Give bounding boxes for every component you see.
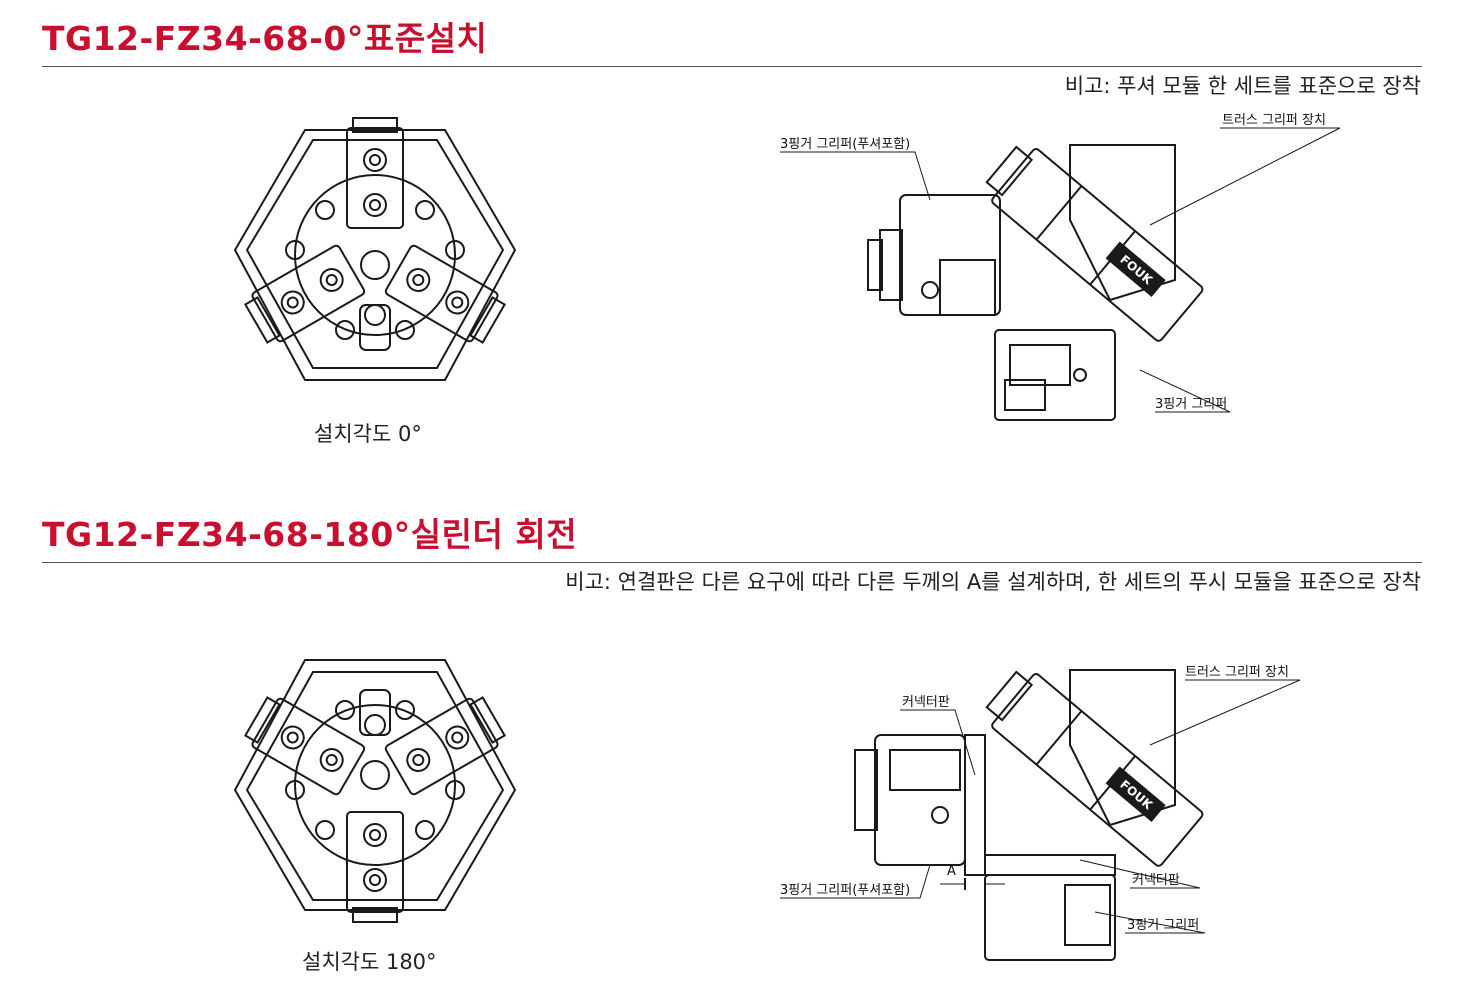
gripper-top-view-0deg [233,117,517,381]
assembly-side-view-0deg: FOUK 3핑거 그리퍼(푸셔포함) 트러스 그리퍼 장치 3핑거 그리퍼 [780,113,1341,421]
section2-rule [42,562,1422,563]
assembly-side-view-180deg: FOUK 트러스 그리퍼 장치 커넥터판 A 3핑거 그리퍼(푸셔포함) 커넥터… [780,665,1301,961]
gripper-top-view-180deg [233,659,517,923]
label-truss-mount-180deg: 트러스 그리퍼 장치 [1185,665,1289,680]
section2-title: TG12-FZ34-68-180°실린더 회전 [42,515,578,554]
section2-note: 비고: 연결판은 다른 요구에 따라 다른 두께의 A를 설계하며, 한 세트의… [565,570,1421,594]
label-gripper-with-pusher-180deg: 3핑거 그리퍼(푸셔포함) [780,883,910,898]
section1-title: TG12-FZ34-68-0°표준설치 [42,19,488,58]
label-gripper-0deg: 3핑거 그리퍼 [1155,397,1227,412]
section1-rule [42,66,1422,67]
label-gripper-180deg: 3핑거 그리퍼 [1127,918,1199,933]
label-truss-mount-0deg: 트러스 그리퍼 장치 [1222,113,1326,128]
label-connector-top-180deg: 커넥터판 [902,695,950,710]
section1-caption: 설치각도 0° [314,422,422,446]
label-gripper-with-pusher-0deg: 3핑거 그리퍼(푸셔포함) [780,137,910,152]
label-dim-a: A [947,864,956,879]
label-connector-bottom-180deg: 커넥터판 [1132,873,1180,888]
section2-caption: 설치각도 180° [302,950,437,974]
section1-note: 비고: 푸셔 모듈 한 세트를 표준으로 장착 [1064,74,1421,98]
